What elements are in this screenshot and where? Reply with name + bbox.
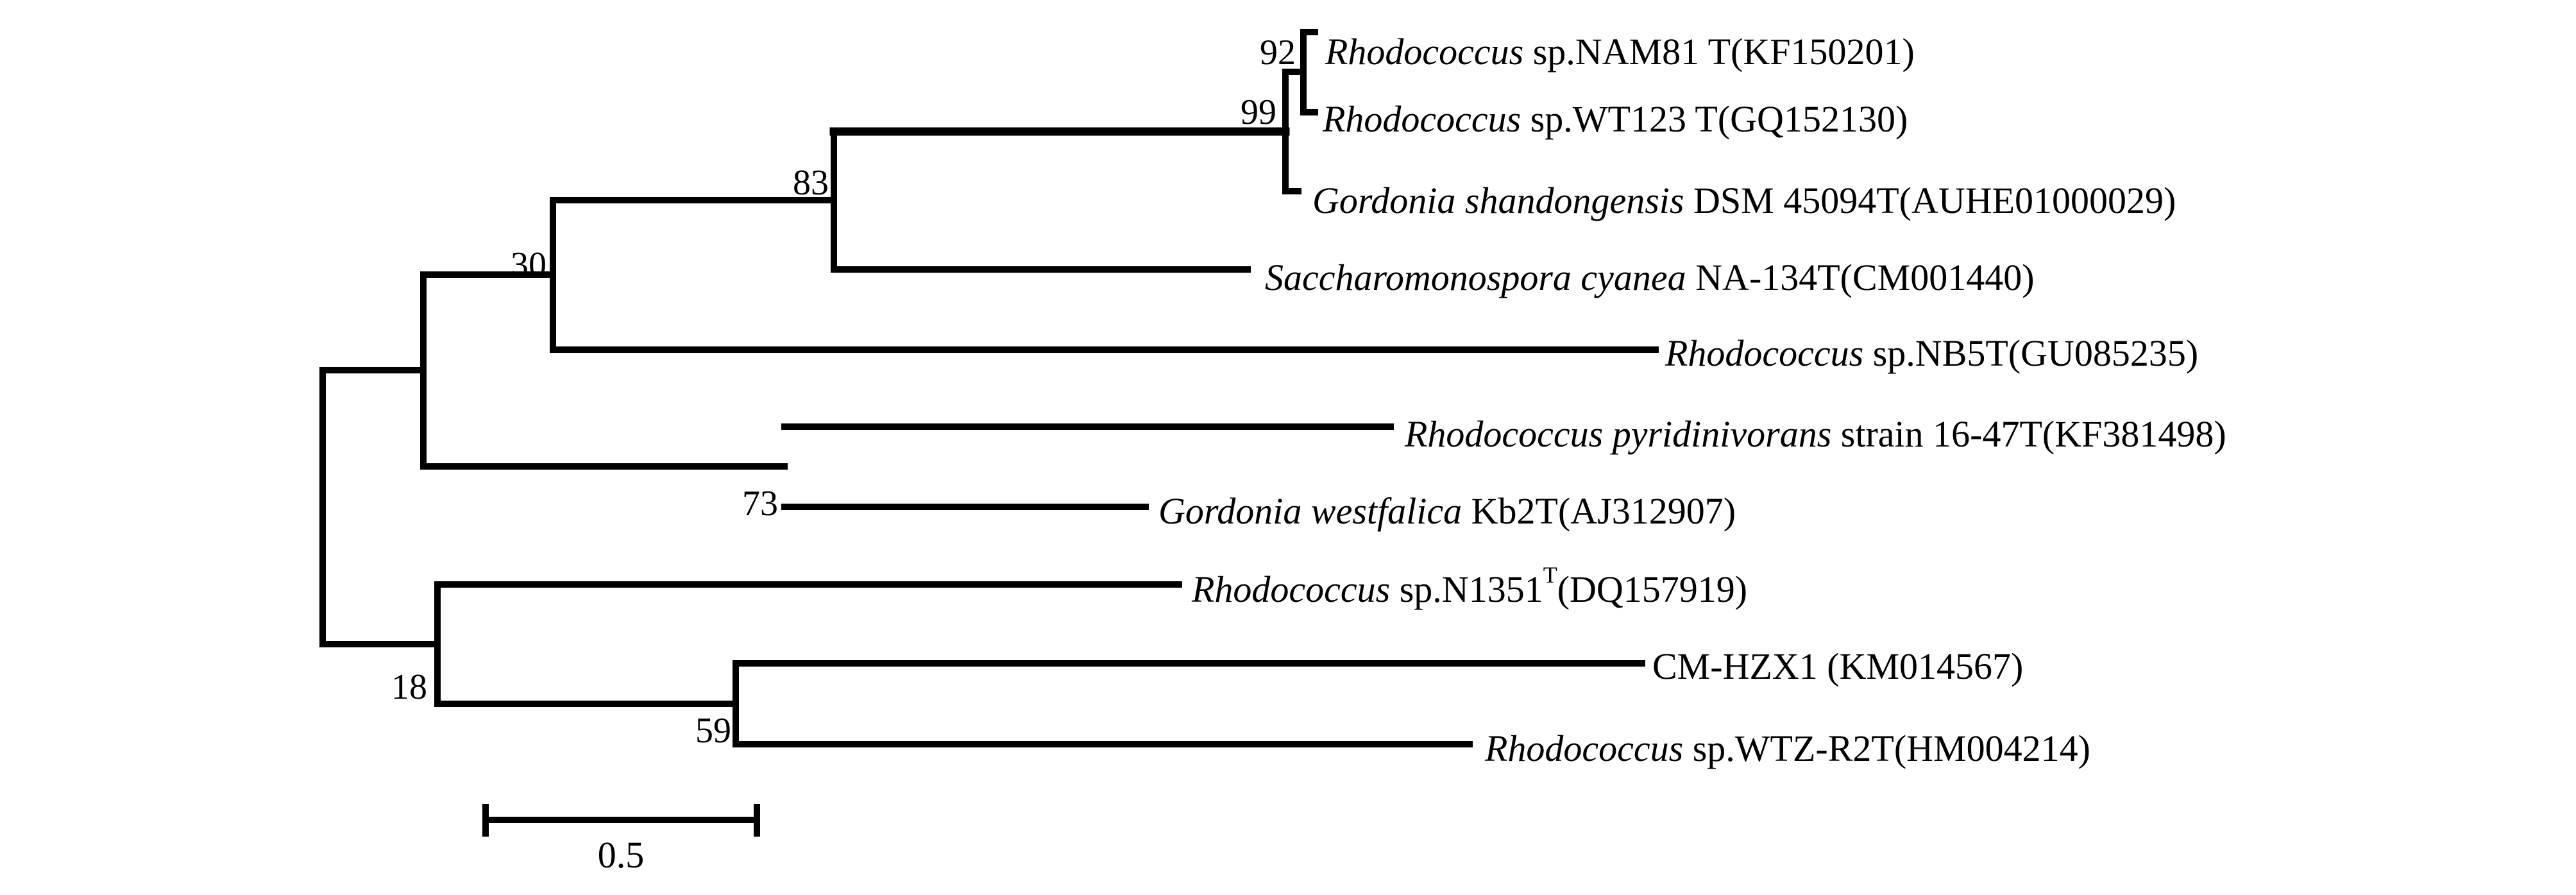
taxon-name-plain: DSM 45094T(AUHE01000029): [1684, 180, 2176, 221]
bootstrap-value-node-73: 73: [742, 484, 778, 524]
taxon-name-italic: Gordonia shandongensis: [1312, 180, 1684, 221]
taxon-label-rhodococcus-nb5t: Rhodococcus sp.NB5T(GU085235): [1665, 332, 2198, 374]
taxon-name-plain: sp.N1351: [1390, 568, 1543, 610]
bootstrap-value-node-18: 18: [391, 667, 427, 707]
bootstrap-value-node-99: 99: [1241, 92, 1276, 132]
taxon-name-italic: Rhodococcus: [1325, 31, 1523, 72]
taxon-label-saccharomonospora-cyanea: Saccharomonospora cyanea NA-134T(CM00144…: [1265, 257, 2035, 298]
taxon-label-rhodococcus-wtz-r2t: Rhodococcus sp.WTZ-R2T(HM004214): [1484, 728, 2090, 769]
taxon-name-plain-2: (DQ157919): [1557, 568, 1747, 610]
taxon-name-italic: Rhodococcus: [1322, 98, 1521, 140]
bootstrap-value-node-30: 30: [511, 245, 547, 285]
scale-bar: 0.5: [482, 804, 760, 876]
tree-branches: [319, 29, 1659, 747]
taxon-name-plain: sp.WT123 T(GQ152130): [1521, 98, 1908, 140]
taxon-label-gordonia-westfalica: Gordonia westfalica Kb2T(AJ312907): [1158, 490, 1736, 532]
taxon-label-rhodococcus-nam81: Rhodococcus sp.NAM81 T(KF150201): [1325, 31, 1915, 72]
taxon-name-plain: NA-134T(CM001440): [1686, 257, 2035, 298]
taxon-name-italic: Rhodococcus: [1665, 332, 1863, 374]
bootstrap-value-node-92: 92: [1260, 33, 1296, 72]
bootstrap-value-node-59: 59: [695, 711, 731, 751]
taxon-label-rhodococcus-n1351: Rhodococcus sp.N1351T(DQ157919): [1191, 562, 1747, 610]
taxon-labels: Rhodococcus sp.NAM81 T(KF150201)Rhodococ…: [1158, 31, 2226, 769]
taxon-name-italic: Rhodococcus pyridinivorans: [1404, 413, 1831, 455]
taxon-name-italic: Saccharomonospora cyanea: [1265, 257, 1686, 298]
taxon-label-gordonia-shandongensis: Gordonia shandongensis DSM 45094T(AUHE01…: [1312, 180, 2176, 221]
taxon-name-plain: sp.NAM81 T(KF150201): [1523, 31, 1915, 72]
taxon-name-italic: Rhodococcus: [1191, 568, 1390, 610]
taxon-name-italic: Rhodococcus: [1484, 728, 1683, 769]
scale-bar-label: 0.5: [598, 834, 645, 876]
taxon-name-italic: Gordonia westfalica: [1158, 490, 1462, 532]
bootstrap-labels: 92 99 83 30 73 18 59: [391, 33, 1296, 751]
taxon-label-rhodococcus-pyridinivorans: Rhodococcus pyridinivorans strain 16-47T…: [1404, 413, 2226, 455]
taxon-name-plain: strain 16-47T(KF381498): [1831, 413, 2226, 455]
taxon-name-superscript: T: [1543, 562, 1557, 588]
bootstrap-value-node-83: 83: [793, 163, 829, 203]
taxon-name-plain: CM-HZX1 (KM014567): [1652, 645, 2023, 687]
taxon-label-rhodococcus-wt123: Rhodococcus sp.WT123 T(GQ152130): [1322, 98, 1908, 140]
taxon-name-plain: sp.NB5T(GU085235): [1863, 332, 2198, 374]
taxon-label-cm-hzx1: CM-HZX1 (KM014567): [1652, 645, 2023, 687]
taxon-name-plain: Kb2T(AJ312907): [1462, 490, 1736, 532]
taxon-name-plain: sp.WTZ-R2T(HM004214): [1683, 728, 2090, 769]
